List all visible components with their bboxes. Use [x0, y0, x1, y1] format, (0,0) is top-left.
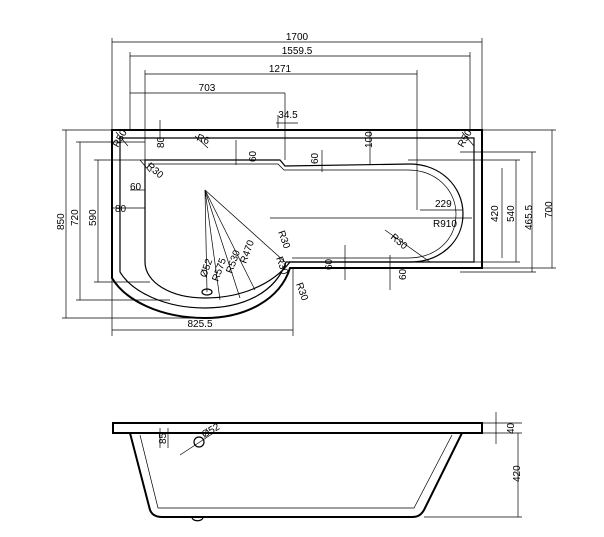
dim-465: 465.5 — [524, 205, 535, 230]
dim-100: 100 — [364, 131, 375, 148]
side-dim-85: 85 — [158, 432, 169, 444]
dim-850: 850 — [56, 213, 67, 230]
side-view: Ø52 85 40 420 — [112, 412, 523, 522]
dim-rim-80: 80 — [156, 136, 167, 148]
side-label-waste-diameter: Ø52 — [200, 421, 222, 440]
bath-base-outline — [148, 163, 457, 259]
dim-ledge-60-b: 60 — [310, 152, 321, 164]
side-body-outline — [129, 432, 463, 518]
dim-60-left: 60 — [130, 182, 142, 193]
dim-700: 700 — [544, 201, 555, 218]
bath-basin-outline — [144, 159, 464, 299]
dim-ledge-60-a: 60 — [248, 150, 259, 162]
label-r6: R6 — [195, 132, 211, 147]
dim-length-1271: 1271 — [269, 64, 292, 75]
dim-length-703: 703 — [199, 83, 216, 94]
bath-outer-outline — [111, 129, 483, 320]
dim-720: 720 — [70, 209, 81, 226]
label-r30-c: R30 — [293, 281, 310, 302]
label-r470: R470 — [238, 238, 257, 265]
side-waste — [193, 436, 205, 448]
label-r30-right: R30 — [388, 232, 409, 253]
dim-overall-length: 1700 — [286, 32, 309, 43]
side-inner-line — [139, 434, 453, 509]
dim-229: 229 — [435, 199, 452, 210]
dim-590: 590 — [88, 209, 99, 226]
dim-80-left: 80 — [115, 204, 127, 215]
side-dim-rim-40: 40 — [506, 422, 517, 434]
top-view: 1700 1559.5 1271 703 34.5 R50 R50 80 R6 … — [56, 32, 556, 336]
label-r30-a: R30 — [275, 229, 292, 250]
bath-rim-line — [119, 137, 475, 309]
side-dim-depth-420: 420 — [512, 465, 523, 482]
label-r910: R910 — [433, 219, 457, 230]
dim-length-1559: 1559.5 — [282, 46, 313, 57]
dim-420: 420 — [490, 205, 501, 222]
dim-540: 540 — [506, 205, 517, 222]
dim-bottom-60-a: 60 — [324, 258, 335, 270]
dim-825: 825.5 — [187, 319, 212, 330]
side-rim — [112, 422, 483, 434]
dim-step-width: 34.5 — [278, 110, 298, 121]
dim-bottom-60-b: 60 — [398, 268, 409, 280]
